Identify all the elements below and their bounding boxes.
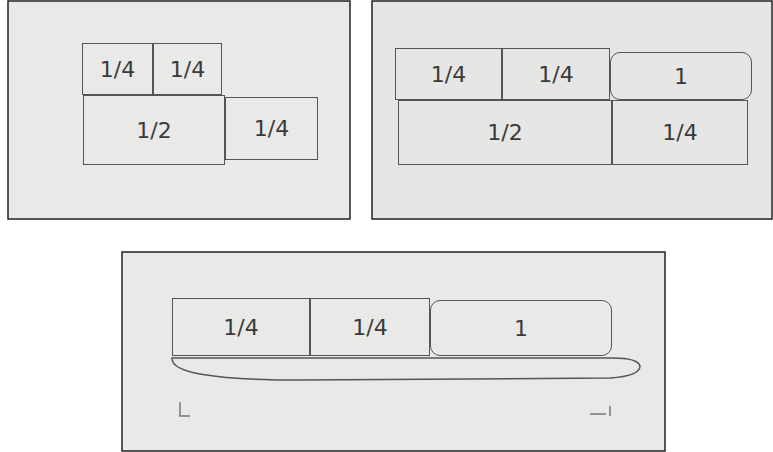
fraction-box: 1/4	[310, 298, 430, 356]
fraction-label: 1/4	[170, 57, 205, 82]
photo-panel	[372, 1, 772, 219]
fraction-box: 1/4	[395, 48, 502, 100]
fraction-label: 1/4	[100, 57, 135, 82]
fraction-box: 1/2	[398, 100, 612, 165]
photo-panel	[8, 1, 350, 219]
fraction-label: 1/4	[223, 315, 258, 340]
fraction-label: 1/4	[431, 62, 466, 87]
fraction-box: 1/4	[225, 97, 318, 160]
empty-bar	[172, 358, 640, 380]
fraction-box: 1/4	[502, 48, 610, 100]
fraction-label: 1/4	[254, 116, 289, 141]
fraction-box: 1/4	[612, 100, 748, 165]
photo-panel	[122, 252, 665, 451]
fraction-label: 1	[674, 64, 688, 89]
fraction-label: 1/4	[662, 120, 697, 145]
fraction-box: 1/4	[82, 43, 153, 95]
fraction-box: 1/2	[83, 95, 225, 165]
fraction-label: 1/4	[352, 315, 387, 340]
fraction-box: 1/4	[153, 43, 222, 95]
scribble	[590, 406, 610, 416]
fraction-label: 1/4	[538, 62, 573, 87]
fraction-box: 1	[430, 300, 612, 356]
fraction-label: 1	[514, 316, 528, 341]
fraction-label: 1/2	[487, 120, 522, 145]
fraction-box: 1/4	[172, 298, 310, 356]
fraction-label: 1/2	[136, 118, 171, 143]
scribble	[180, 402, 190, 416]
fraction-box: 1	[610, 52, 752, 100]
